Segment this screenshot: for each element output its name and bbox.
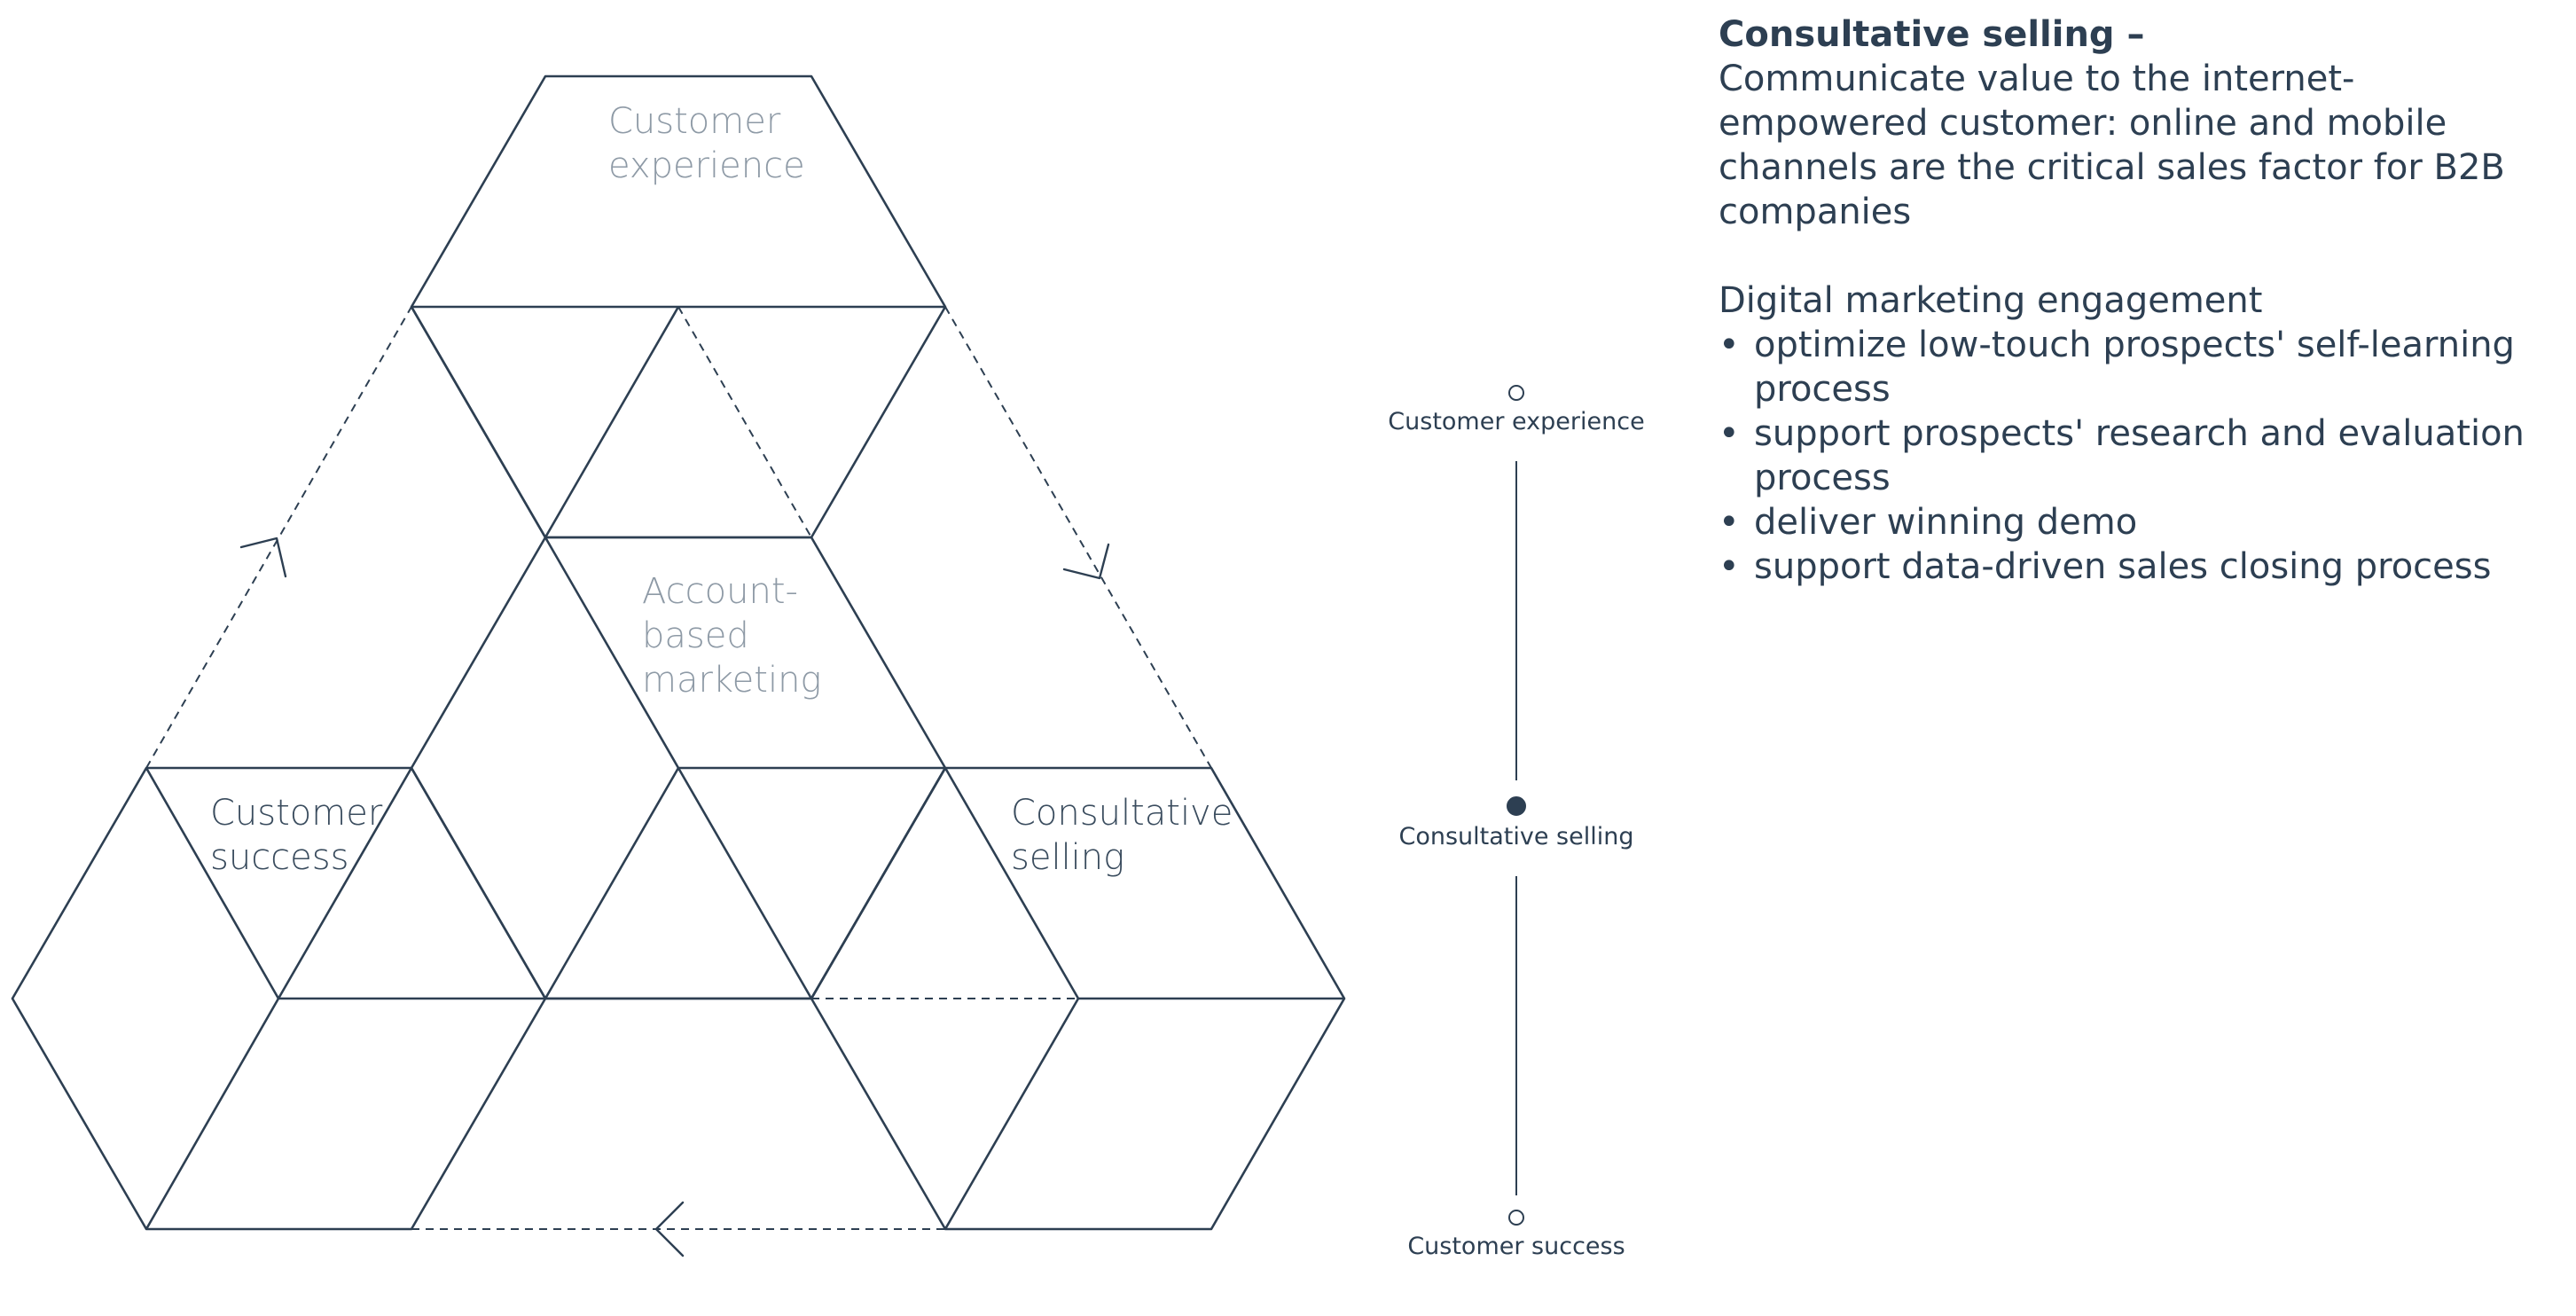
step-connector	[1515, 461, 1517, 780]
bullet-icon: •	[1719, 325, 1740, 365]
step-customer-success[interactable]: Customer success	[1366, 1210, 1667, 1260]
bullet-icon: •	[1719, 502, 1740, 543]
step-consultative-selling[interactable]: Consultative selling	[1366, 796, 1667, 850]
arrow-up-right-icon	[239, 537, 287, 578]
step-customer-experience[interactable]: Customer experience	[1366, 385, 1667, 435]
list-item: •optimize low-touch prospects' self-lear…	[1719, 325, 2515, 410]
arrow-left-icon	[654, 1201, 685, 1257]
step-label: Consultative selling	[1398, 823, 1634, 850]
bullet-icon: •	[1719, 546, 1740, 587]
cycle-dashed-lines	[145, 306, 1212, 1230]
detail-subheading: Digital marketing engagement	[1719, 280, 2263, 321]
arrow-down-right-icon	[1062, 543, 1110, 580]
stage-detail-panel: Consultative selling – Communicate value…	[1719, 12, 2570, 589]
detail-bullet-list: •optimize low-touch prospects' self-lear…	[1719, 323, 2570, 589]
label-customer-experience: Customer experience	[608, 101, 805, 186]
label-account-based-marketing: Account- based marketing	[642, 571, 821, 701]
detail-description: Communicate value to the internet- empow…	[1719, 59, 2505, 232]
bullet-icon: •	[1719, 413, 1740, 454]
detail-title: Consultative selling –	[1719, 14, 2145, 55]
step-connector	[1515, 876, 1517, 1195]
step-dot-active-icon	[1507, 796, 1526, 816]
label-customer-success: Customer success	[210, 793, 394, 878]
triangle-diagram: Customer experience Account- based marke…	[11, 74, 1346, 1257]
list-item: •deliver winning demo	[1719, 502, 2138, 543]
step-label: Customer experience	[1388, 408, 1645, 435]
step-label: Customer success	[1407, 1233, 1625, 1260]
stage-stepper: Customer experience Consultative selling…	[1366, 372, 1667, 1295]
step-dot-icon	[1508, 385, 1524, 401]
step-dot-icon	[1508, 1210, 1524, 1226]
list-item: •support prospects' research and evaluat…	[1719, 413, 2525, 498]
label-consultative-selling: Consultative selling	[1011, 793, 1244, 878]
list-item: •support data-driven sales closing proce…	[1719, 546, 2492, 587]
